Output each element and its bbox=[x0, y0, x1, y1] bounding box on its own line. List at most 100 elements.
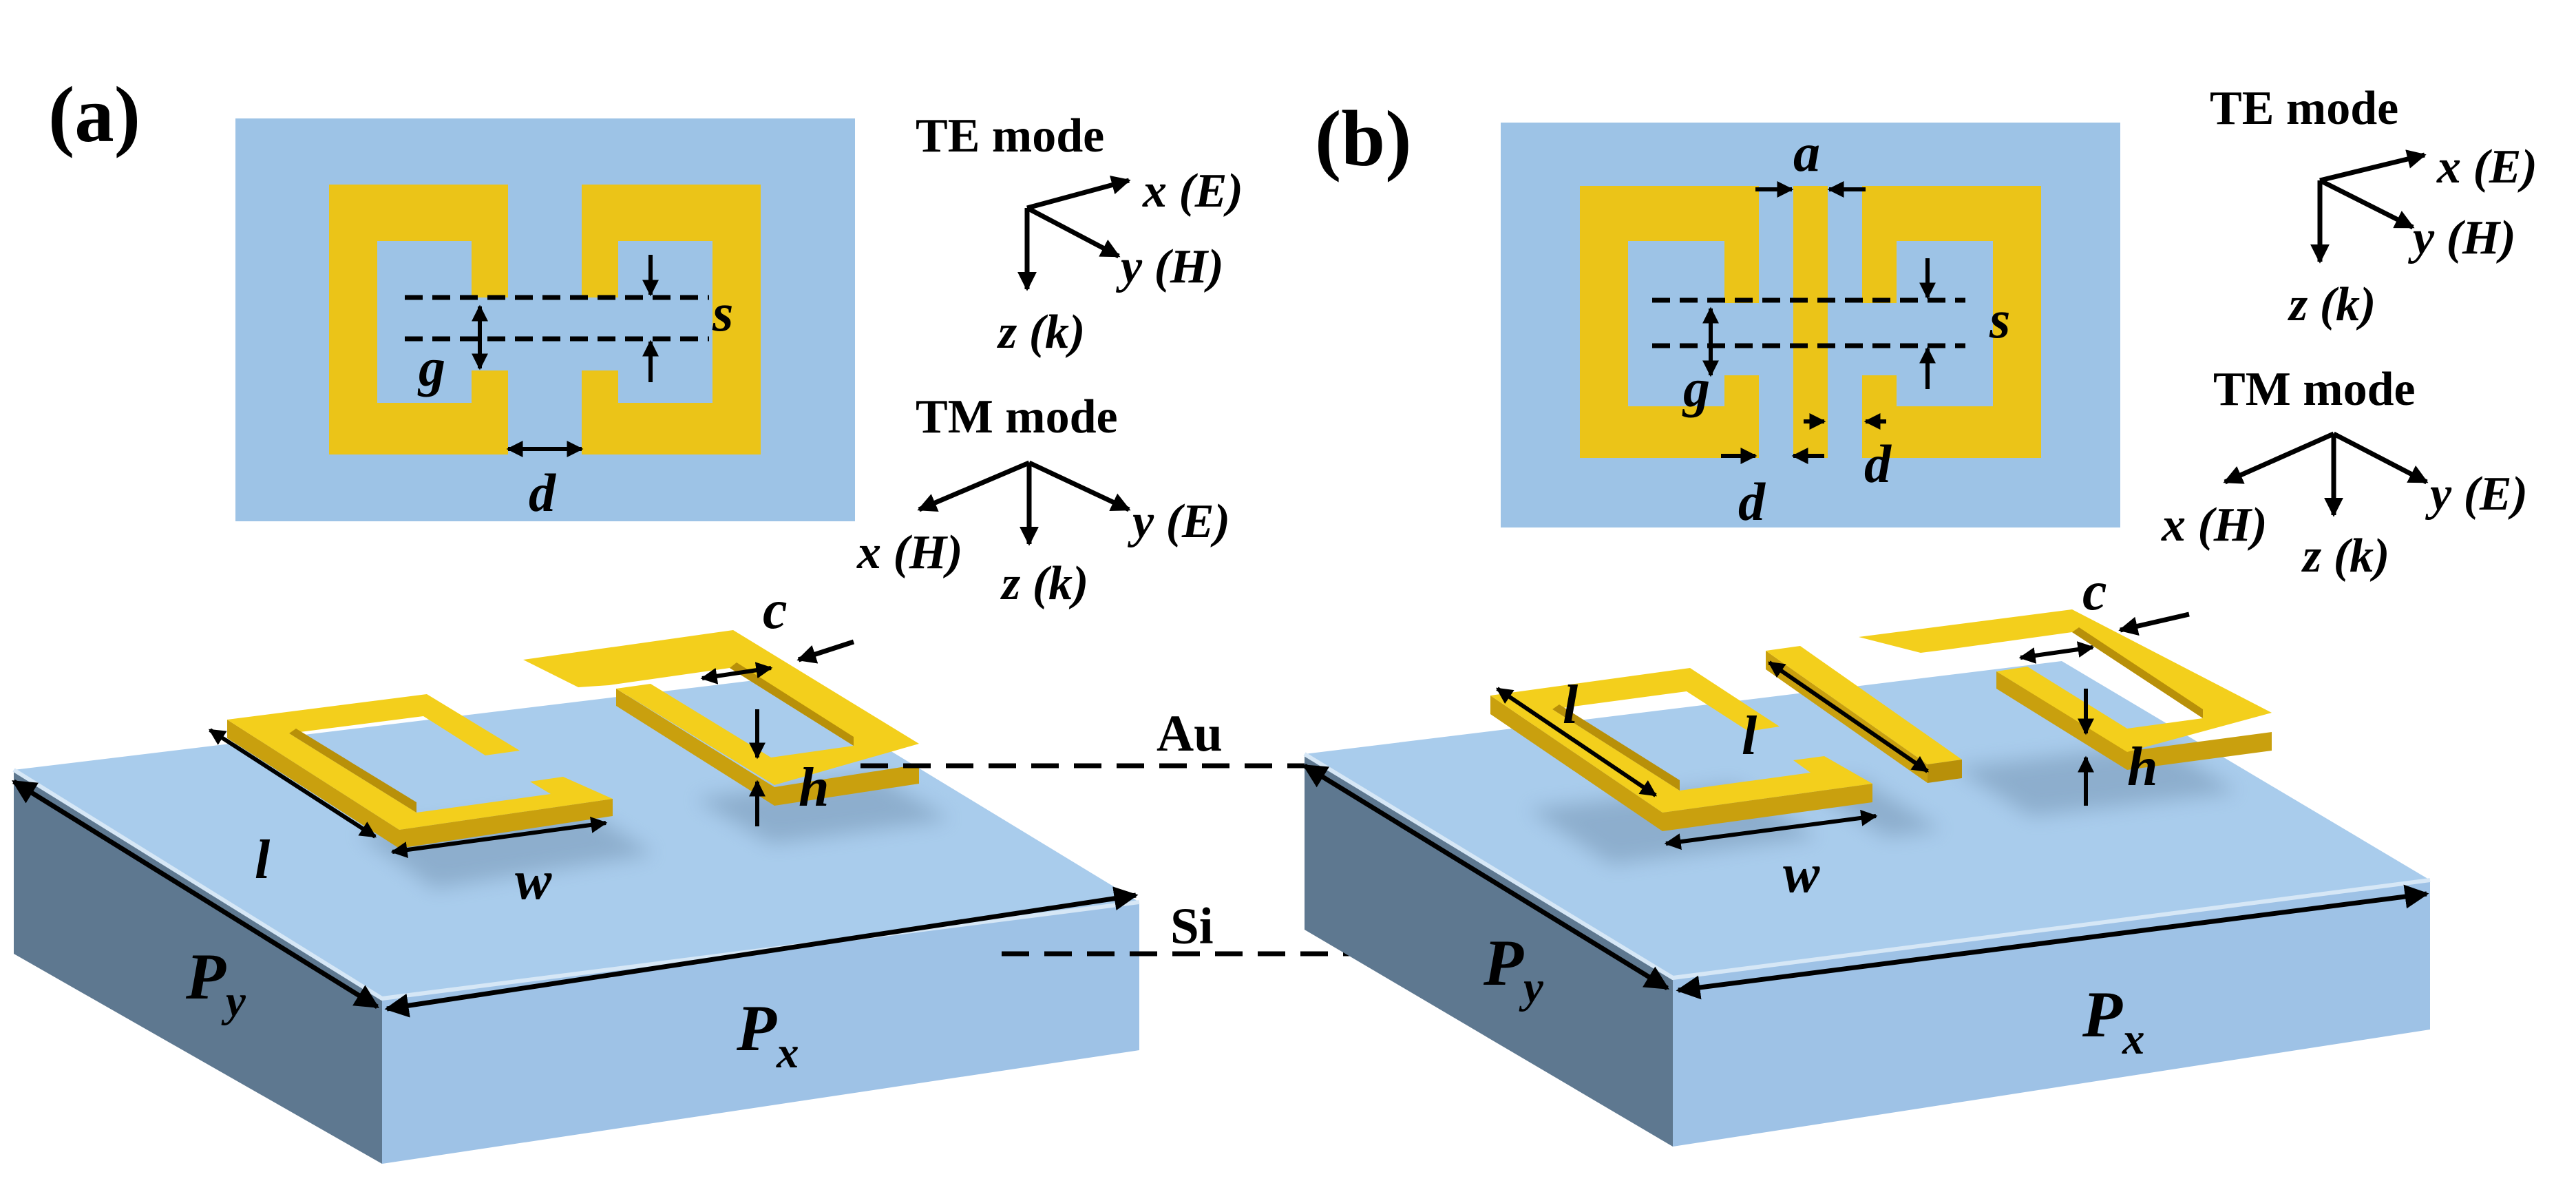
panel-a-d-label: d bbox=[529, 463, 556, 523]
panel-b-tm-y-axis bbox=[2332, 431, 2429, 485]
panel-a-tm-x-field: (H) bbox=[894, 526, 963, 579]
panel-a-w-arrow bbox=[390, 817, 608, 858]
panel-b-te-z-letter: z bbox=[2288, 278, 2308, 331]
panel-a-te-x-field: (E) bbox=[1179, 165, 1243, 218]
panel-b-py-arrow bbox=[1302, 764, 1669, 990]
panel-b-te-y-text: y (H) bbox=[2408, 211, 2516, 264]
panel-a-inset-background bbox=[235, 118, 855, 521]
panel-a-tm-y-text: y (E) bbox=[1128, 495, 1230, 548]
ring-side bbox=[1996, 671, 2272, 770]
panel-b-te-z-text: z (k) bbox=[2288, 278, 2376, 331]
panel-b-h-label: h bbox=[2127, 737, 2158, 797]
panel-b-w-label: w bbox=[1783, 844, 1820, 904]
panel-b-tm-z-text: z (k) bbox=[2301, 530, 2389, 583]
panel-b-right-ring bbox=[1862, 186, 2041, 458]
panel-a-te-y-letter: y bbox=[1116, 240, 1143, 293]
panel-a-te-x-letter: x bbox=[1142, 165, 1167, 218]
panel-a-tm-title: TM mode bbox=[916, 390, 1118, 443]
panel-b-te-title: TE mode bbox=[2210, 82, 2398, 135]
panel-b-s-label: s bbox=[1989, 289, 2010, 349]
ring-side bbox=[1490, 696, 1872, 831]
panel-a-right-ring bbox=[582, 185, 761, 454]
panel-b-px-letter: P bbox=[2082, 978, 2123, 1051]
panel-a-te-y-text: y (H) bbox=[1116, 240, 1224, 293]
panel-a-px-sub: x bbox=[776, 1028, 799, 1078]
panel-a-top-view: g s d bbox=[235, 118, 855, 523]
panel-a-te-y-field: (H) bbox=[1154, 240, 1224, 293]
panel-a-tm-z-text: z (k) bbox=[1000, 557, 1088, 610]
panel-b-te-x-text: x (E) bbox=[2436, 140, 2537, 194]
panel-a-px-letter: P bbox=[736, 992, 777, 1065]
panel-b-l2-arrow bbox=[1768, 660, 1929, 773]
au-label: Au bbox=[1157, 705, 1223, 762]
ring-side bbox=[227, 720, 613, 848]
panel-b-top-view: a g s d d bbox=[1501, 123, 2120, 532]
panel-a-te-title: TE mode bbox=[916, 109, 1104, 163]
panel-a-l-label: l bbox=[255, 830, 271, 890]
ring-inner-wall bbox=[2072, 627, 2203, 718]
panel-b-tm-title: TM mode bbox=[2213, 363, 2416, 416]
panel-b-d1-label: d bbox=[1738, 472, 1766, 532]
panel-b-px-label: Px bbox=[2082, 978, 2145, 1064]
panel-b-te-y-axis bbox=[2319, 178, 2415, 230]
si-label: Si bbox=[1170, 898, 1214, 955]
panel-a-tm-x-text: x (H) bbox=[856, 526, 963, 579]
panel-b-iso-right-ring bbox=[1859, 609, 2272, 770]
panel-b-c-arrow bbox=[2118, 612, 2190, 636]
panel-a-left-ring bbox=[329, 185, 508, 454]
panel-a-py-letter: P bbox=[185, 940, 226, 1013]
panel-a-py-sub: y bbox=[221, 976, 246, 1026]
panel-a-py-label: Py bbox=[185, 940, 246, 1026]
panel-a-te-z-field: (k) bbox=[1029, 306, 1086, 359]
panel-b-tm-x-letter: x bbox=[2161, 499, 2186, 552]
panel-b-d2-label: d bbox=[1864, 434, 1892, 494]
panel-a-top-width-arrow bbox=[700, 662, 773, 684]
panel-b-px-sub: x bbox=[2122, 1014, 2145, 1064]
panel-a-te-y-axis bbox=[1026, 205, 1121, 259]
panel-a-c-label: c bbox=[763, 580, 788, 640]
ring-top bbox=[227, 694, 613, 830]
panel-a-te-z-letter: z bbox=[997, 306, 1017, 359]
panel-a-te-x-text: x (E) bbox=[1142, 165, 1243, 218]
panel-b-te-x-letter: x bbox=[2436, 140, 2461, 194]
panel-b-center-bar bbox=[1793, 186, 1828, 458]
panel-b-g-label: g bbox=[1682, 358, 1710, 418]
bar-end bbox=[1928, 760, 1962, 783]
panel-b-tm-mode: TM mode x (H) y (E) z (k) bbox=[2161, 363, 2528, 583]
panel-b-tm-y-text: y (E) bbox=[2425, 468, 2528, 521]
panel-b-left-ring bbox=[1580, 186, 1759, 458]
panel-b-l2-label: l bbox=[1742, 706, 1757, 766]
panel-a-tm-z-letter: z bbox=[1000, 557, 1020, 610]
ring-side bbox=[616, 689, 919, 806]
panel-b-l1-label: l bbox=[1563, 675, 1579, 735]
panel-a-label: (a) bbox=[48, 71, 140, 158]
panel-b-tm-x-field: (H) bbox=[2198, 499, 2268, 552]
panel-b-label: (b) bbox=[1315, 95, 1412, 182]
panel-a-tm-y-letter: y bbox=[1128, 495, 1154, 548]
panel-b-c-label: c bbox=[2082, 561, 2107, 622]
panel-b-tm-x-axis bbox=[2223, 431, 2335, 485]
panel-a-w-label: w bbox=[515, 850, 552, 911]
panel-b-py-letter: P bbox=[1483, 926, 1524, 999]
panel-b-w-arrow bbox=[1664, 809, 1878, 850]
panel-b-te-y-letter: y bbox=[2408, 211, 2435, 264]
panel-a-tm-y-axis bbox=[1028, 460, 1131, 512]
panel-b-tm-y-field: (E) bbox=[2464, 468, 2528, 521]
panel-a-py-arrow bbox=[12, 780, 379, 1009]
panel-b-tm-z-field: (k) bbox=[2334, 530, 2390, 583]
panel-a-px-arrow bbox=[384, 886, 1139, 1018]
panel-a-tm-z-field: (k) bbox=[1033, 557, 1089, 610]
panel-b-te-z-field: (k) bbox=[2320, 278, 2376, 331]
panel-b-top-width-arrow bbox=[2018, 641, 2095, 664]
panel-a-te-mode: TE mode x (E) y (H) z (k) bbox=[916, 109, 1243, 359]
panel-a-te-x-axis bbox=[1026, 176, 1131, 211]
panel-b-py-label: Py bbox=[1483, 926, 1544, 1012]
panel-a-tm-mode: TM mode x (H) y (E) z (k) bbox=[856, 390, 1230, 610]
panel-b-tm-x-text: x (H) bbox=[2161, 499, 2268, 552]
panel-b-tm-y-letter: y bbox=[2425, 468, 2452, 521]
panel-b-tm-z-letter: z bbox=[2301, 530, 2321, 583]
panel-a-c-arrow bbox=[796, 639, 855, 664]
panel-a-h-label: h bbox=[799, 757, 830, 818]
panel-b-px-arrow bbox=[1676, 884, 2429, 1000]
